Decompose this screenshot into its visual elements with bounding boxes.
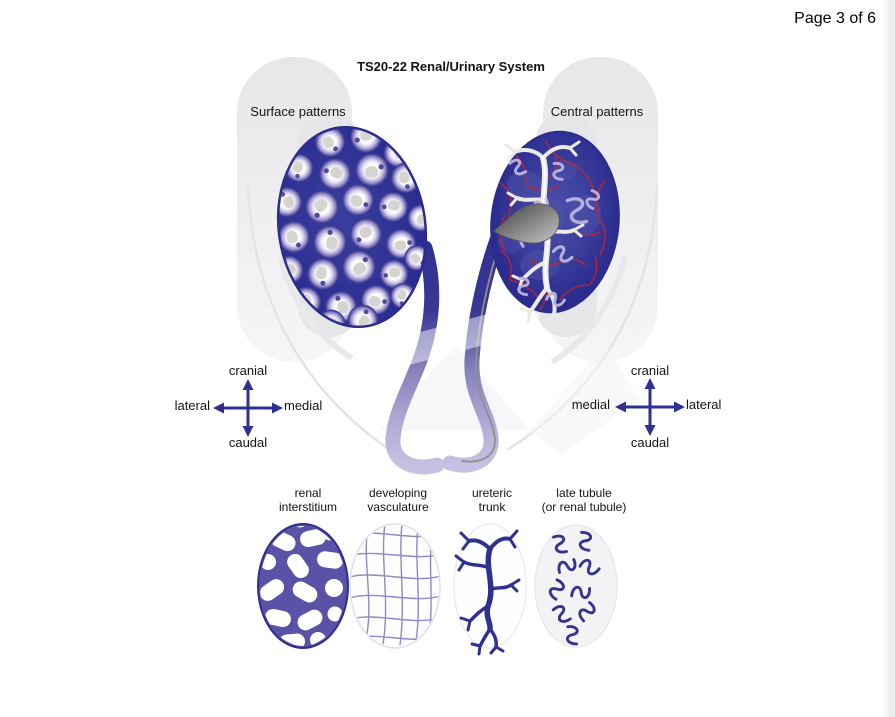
left-compass-icon	[211, 377, 285, 439]
surface-patterns-label: Surface patterns	[250, 104, 346, 119]
ureters	[372, 232, 540, 475]
legend-label-line: trunk	[478, 499, 506, 514]
legend-label-line: vasculature	[367, 499, 429, 514]
legend-label-line: developing	[368, 486, 428, 500]
page-edge-shadow	[881, 0, 895, 717]
right-compass-lateral-label: lateral	[686, 397, 722, 412]
left-compass-caudal-label: caudal	[228, 435, 268, 450]
left-compass-medial-label: medial	[284, 398, 323, 413]
right-compass-cranial-label: cranial	[630, 363, 670, 378]
legend-label-line: renal	[294, 486, 322, 500]
body-wall-crossing-band	[372, 300, 540, 375]
legend-label-developing-vasculature: developing vasculature	[343, 486, 453, 514]
right-compass-medial-label: medial	[571, 397, 610, 412]
legend-label-late-tubule: late tubule (or renal tubule)	[525, 486, 643, 514]
legend-label-ureteric-trunk: ureteric trunk	[437, 486, 547, 514]
legend-label-line: late tubule	[556, 486, 612, 500]
right-compass-caudal-label: caudal	[630, 435, 670, 450]
page-indicator: Page 3 of 6	[794, 10, 876, 27]
legend-label-line: interstitium	[278, 499, 337, 514]
left-compass-cranial-label: cranial	[228, 363, 268, 378]
legend-label-renal-interstitium: renal interstitium	[253, 486, 363, 514]
developing-vasculature-swatch	[349, 523, 441, 649]
legend-label-line: ureteric	[471, 486, 512, 500]
left-ureter	[385, 240, 445, 475]
surface-patterns-kidney	[267, 118, 437, 336]
figure-title: TS20-22 Renal/Urinary System	[357, 59, 545, 74]
ureteric-trunk-swatch	[453, 523, 527, 656]
central-patterns-kidney	[490, 130, 620, 323]
right-ureter-lumen-line	[461, 241, 501, 463]
legend-label-line: (or renal tubule)	[541, 499, 627, 514]
legend-shapes	[257, 523, 618, 656]
central-patterns-label: Central patterns	[550, 104, 644, 119]
renal-interstitium-swatch	[257, 523, 349, 649]
left-compass-lateral-label: lateral	[174, 398, 210, 413]
renal-pelvis	[493, 203, 560, 244]
late-tubule-swatch	[534, 524, 618, 648]
